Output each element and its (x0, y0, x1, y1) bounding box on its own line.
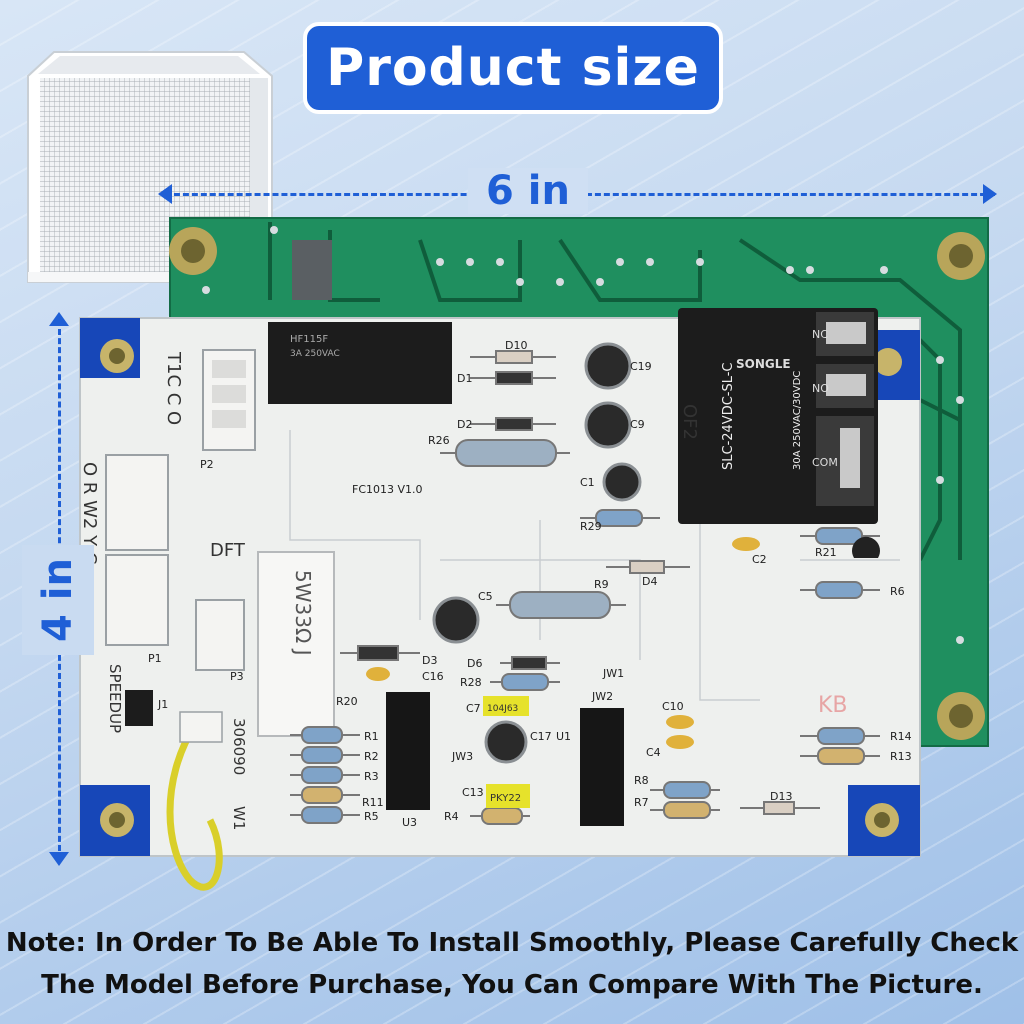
ref-p3: P3 (230, 670, 244, 683)
ref-jw1: JW1 (602, 667, 624, 680)
relay-terminal-nc: NC (812, 328, 828, 341)
ref-jw3: JW3 (451, 750, 473, 763)
width-label: 6 in (468, 168, 588, 214)
connector-w1-number: 306090 (230, 718, 248, 775)
width-arrow-right-icon (983, 184, 997, 204)
ref-r5: R5 (364, 810, 379, 823)
ref-r8: R8 (634, 774, 649, 787)
ref-c1: C1 (580, 476, 595, 489)
cap-c13-marking: PKY22 (490, 793, 521, 804)
ref-c5: C5 (478, 590, 493, 603)
ref-d1: D1 (457, 372, 472, 385)
ref-d6: D6 (467, 657, 482, 670)
ref-d2: D2 (457, 418, 472, 431)
height-label-box: 4 in (22, 545, 94, 655)
main-relay-rating: 30A 250VAC/30VDC (792, 371, 803, 470)
height-label: 4 in (35, 558, 82, 642)
of2-label: OF2 (679, 404, 700, 440)
small-relay-model: HF115F (290, 334, 328, 345)
ref-r21: R21 (815, 546, 837, 559)
height-arrow-down-icon (49, 852, 69, 866)
page-title: Product size (326, 38, 700, 98)
ref-c10: C10 (662, 700, 684, 713)
ref-c17: C17 (530, 730, 552, 743)
width-arrow-left-icon (158, 184, 172, 204)
main-relay-model: SLC-24VDC-SL-C (721, 362, 736, 470)
white-board (79, 308, 921, 891)
connector-speedup-label: SPEEDUP (106, 664, 124, 733)
ref-r6: R6 (890, 585, 905, 598)
note-line-1: Note: In Order To Be Able To Install Smo… (5, 928, 1019, 958)
connector-p2-label: T1C C O (163, 351, 184, 425)
ref-p1: P1 (148, 652, 162, 665)
kb-mark: KB (818, 693, 848, 718)
cap-c7-marking: 104J63 (487, 704, 518, 714)
small-relay-rating: 3A 250VAC (290, 349, 340, 359)
ref-d3: D3 (422, 654, 437, 667)
relay-terminal-com: COM (812, 456, 838, 469)
ref-r26: R26 (428, 434, 450, 447)
ref-r4: R4 (444, 810, 459, 823)
ref-jw2: JW2 (591, 690, 613, 703)
ref-d4: D4 (642, 575, 657, 588)
relay-terminal-no: NO (812, 382, 829, 395)
purchase-note: Note: In Order To Be Able To Install Smo… (0, 922, 1024, 1006)
ref-c13: C13 (462, 786, 484, 799)
ref-r7: R7 (634, 796, 649, 809)
title-banner: Product size (303, 22, 723, 114)
ref-r3: R3 (364, 770, 379, 783)
connector-dft-label: DFT (210, 540, 246, 561)
ref-d10: D10 (505, 339, 527, 352)
ref-c19: C19 (630, 360, 652, 373)
ref-c2: C2 (752, 553, 767, 566)
height-arrow-up-icon (49, 312, 69, 326)
ref-j1: J1 (157, 698, 168, 711)
ref-c9: C9 (630, 418, 645, 431)
ref-c7: C7 (466, 702, 481, 715)
ref-c4: C4 (646, 746, 661, 759)
ref-u1: U1 (556, 730, 571, 743)
ref-c16: C16 (422, 670, 444, 683)
ref-r1: R1 (364, 730, 379, 743)
ref-r20: R20 (336, 695, 358, 708)
ref-d13: D13 (770, 790, 792, 803)
main-relay-brand: SONGLE (736, 357, 791, 371)
note-line-2: The Model Before Purchase, You Can Compa… (41, 970, 983, 1000)
resistor-block-label: 5W33Ω J (291, 570, 315, 656)
ref-r2: R2 (364, 750, 379, 763)
ref-r14: R14 (890, 730, 912, 743)
ref-r28: R28 (460, 676, 482, 689)
ref-u3: U3 (402, 816, 417, 829)
ref-p2: P2 (200, 458, 214, 471)
ref-r9: R9 (594, 578, 609, 591)
board-model-label: FC1013 V1.0 (352, 483, 423, 496)
ref-r11: R11 (362, 796, 384, 809)
connector-w1-label: W1 (230, 806, 248, 830)
ref-r29: R29 (580, 520, 602, 533)
ref-r13: R13 (890, 750, 912, 763)
connector-p1-label: O R W2 Y C (79, 462, 100, 564)
